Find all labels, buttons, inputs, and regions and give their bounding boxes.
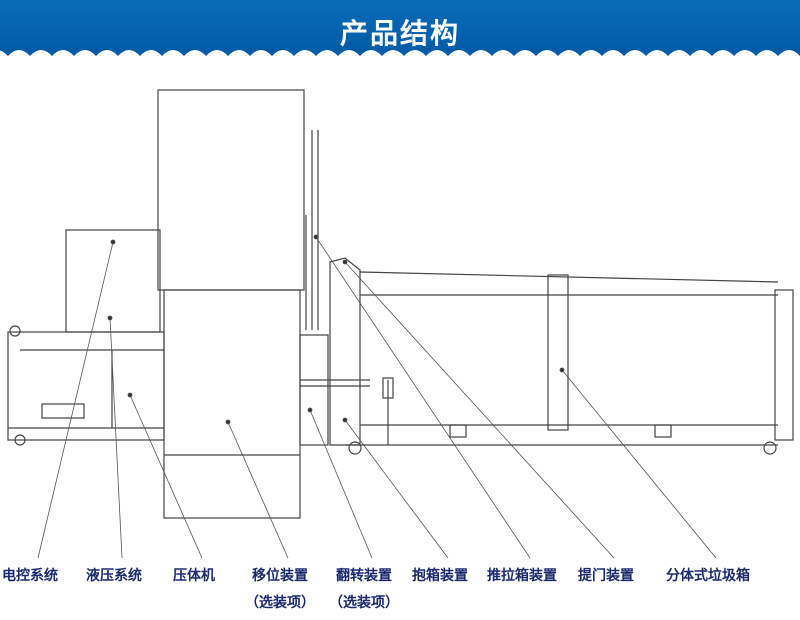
header-banner [0,0,800,56]
control-cabinet [65,229,161,333]
leader-line [315,236,531,559]
leader-line [37,241,114,559]
optional-note: （选装项） [329,595,399,611]
optional-note: （选装项） [245,595,315,611]
leader-dot [313,234,319,240]
component-label: 电控系统 [2,568,58,584]
page-title: 产品结构 [339,17,460,50]
leader-line [129,394,203,559]
hydraulic-unit [7,325,165,446]
component-label: 抱箱装置 [412,568,468,584]
component-label: 液压系统 [86,568,142,584]
component-label: 压体机 [173,568,215,584]
leader-line [309,409,373,559]
leader-dot [127,392,133,398]
leader-dot [342,417,348,423]
compactor-tower [157,89,305,519]
leader-line [344,419,449,559]
lift-frame [299,130,370,446]
component-label: 翻转装置 [336,568,392,584]
leader-dot [107,315,113,321]
component-label: 推拉箱装置 [487,568,557,584]
leader-line [109,317,123,559]
leader-line [227,421,289,559]
leader-line [344,261,615,559]
leader-dot [559,367,565,373]
garbage-container [329,257,794,455]
leader-dot [110,239,116,245]
leader-dot [225,419,231,425]
leader-line [561,369,717,559]
component-label: 移位装置 [252,568,308,584]
leader-dot [342,259,348,265]
component-label: 分体式垃圾箱 [666,568,750,584]
leader-dot [307,407,313,413]
component-label: 提门装置 [578,568,634,584]
